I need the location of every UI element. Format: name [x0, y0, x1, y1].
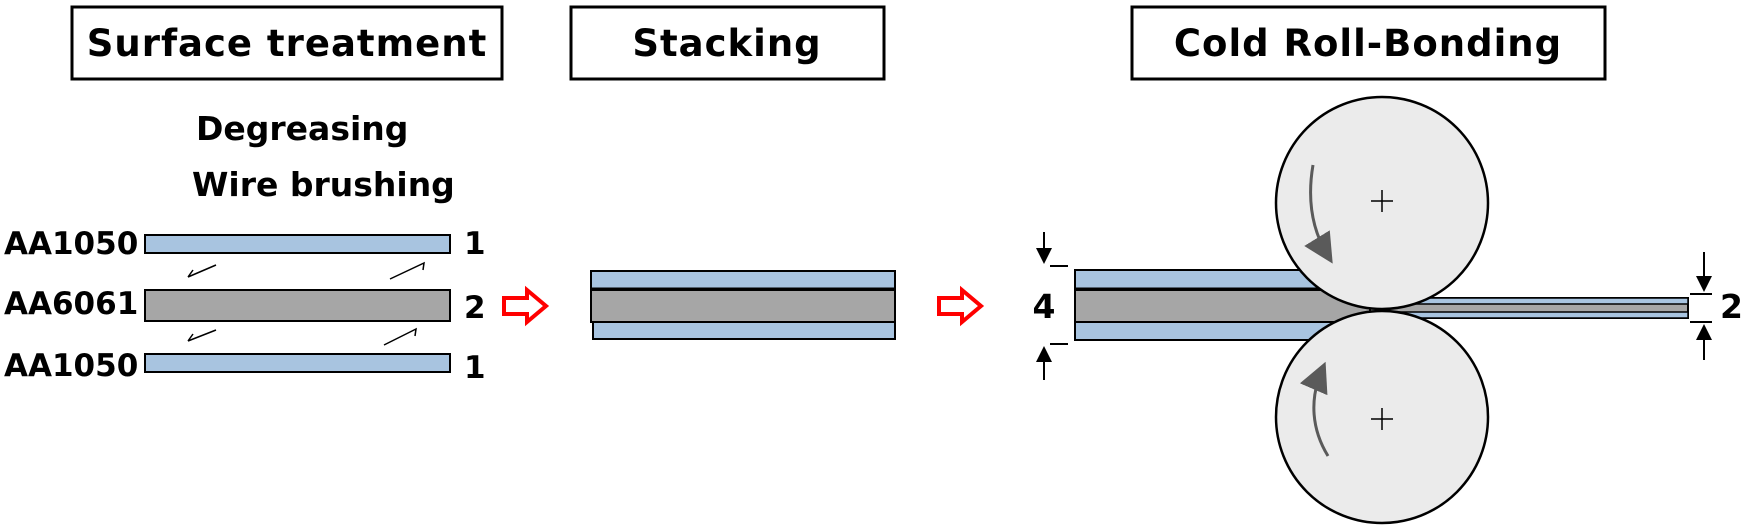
final-thickness-label: 2 [1720, 287, 1743, 326]
incoming-stack [1074, 269, 1381, 341]
material-label-middle: AA6061 [4, 286, 138, 322]
sheet-aa1050-bottom [144, 353, 451, 373]
rotation-arrow-icon-2 [1299, 361, 1330, 457]
material-label-top: AA1050 [4, 226, 138, 262]
stage-label-stacking: Stacking [632, 22, 821, 65]
stage-arrow-icon-2 [937, 285, 985, 327]
roll-center-cross-icon [1371, 190, 1393, 212]
material-label-bottom: AA1050 [4, 348, 138, 384]
stage-box-surface-treatment: Surface treatment [70, 5, 504, 81]
stage-arrow-icon [502, 285, 550, 327]
stage-label-crb: Cold Roll-Bonding [1174, 22, 1562, 65]
stage-box-stacking: Stacking [569, 5, 886, 81]
step-wire-brushing: Wire brushing [192, 165, 455, 204]
dimension-initial: 4 [1033, 232, 1068, 380]
stage-label-surface: Surface treatment [87, 22, 488, 65]
thickness-bottom: 1 [464, 350, 486, 386]
upper-roll [1274, 95, 1490, 311]
sheet-aa1050-top [144, 234, 451, 254]
stage-box-cold-roll-bonding: Cold Roll-Bonding [1130, 5, 1607, 81]
initial-thickness-label: 4 [1033, 287, 1056, 326]
sheet-aa6061-core [144, 289, 451, 322]
rotation-arrow-icon [1304, 164, 1333, 264]
brush-marks [187, 261, 425, 346]
roll-center-cross-icon-2 [1371, 408, 1393, 430]
thickness-middle: 2 [464, 290, 486, 326]
dimension-final: 2 [1690, 252, 1743, 360]
thickness-top: 1 [464, 226, 486, 262]
lower-roll [1274, 309, 1490, 525]
stacked-sheets [590, 270, 896, 340]
step-degreasing: Degreasing [196, 109, 408, 148]
